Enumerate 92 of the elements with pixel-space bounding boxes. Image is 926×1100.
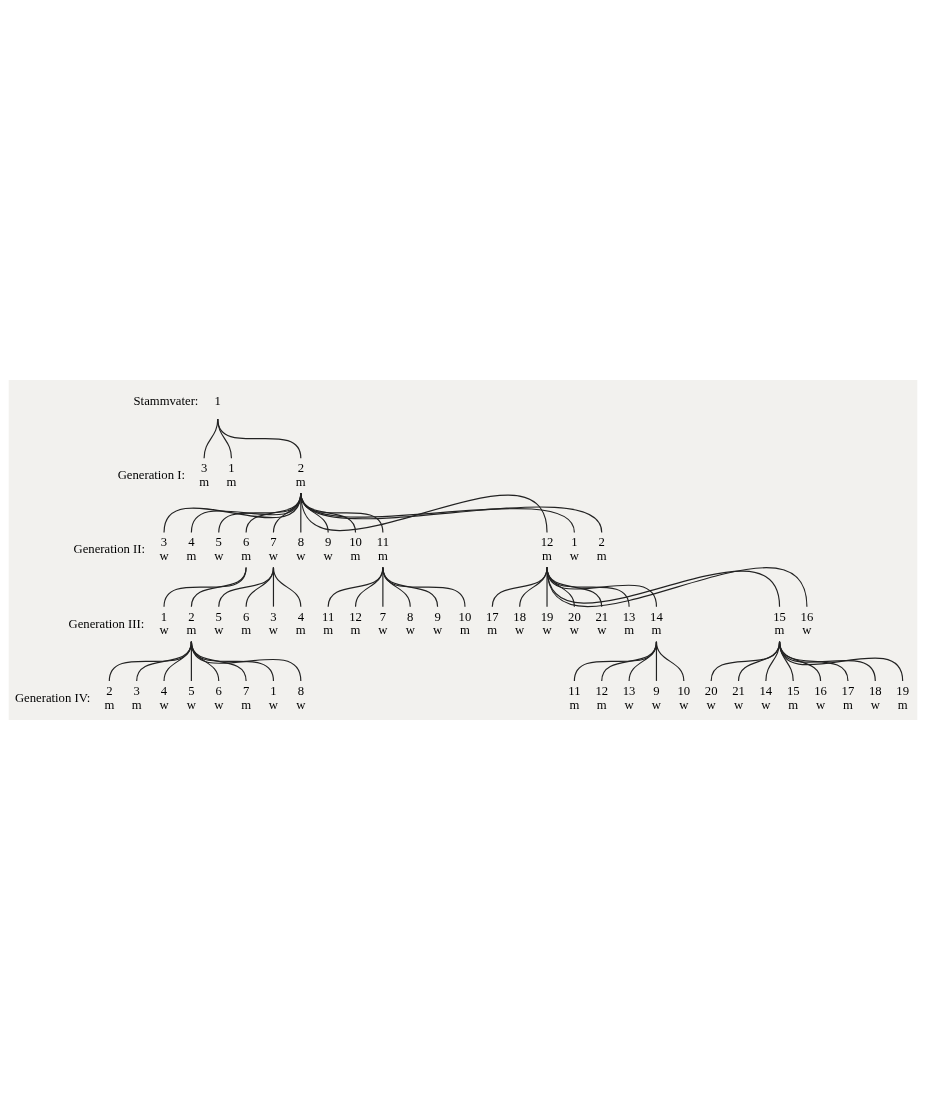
connector	[190, 641, 302, 682]
node-text: 1 w	[569, 535, 579, 564]
node-text: 17 m	[841, 683, 855, 712]
connector	[203, 418, 219, 459]
connector	[778, 641, 904, 682]
node-text: 11 m	[376, 535, 389, 564]
node-text: 5 w	[214, 609, 224, 638]
node-text: 7 m	[241, 683, 252, 712]
node-text: 12 m	[349, 609, 362, 638]
connector	[546, 567, 603, 608]
node-text: 12 m	[540, 535, 554, 564]
connector	[190, 567, 247, 608]
node-text: 6 m	[241, 609, 252, 638]
label: Generation IV:	[14, 690, 91, 705]
connector	[491, 567, 548, 608]
node-text: 1 w	[268, 683, 279, 712]
node-text: 18 w	[513, 609, 527, 638]
node-text: 10 w	[677, 683, 691, 712]
node-text: 1 m	[226, 461, 237, 489]
node-text: 3 m	[199, 461, 210, 489]
node-text: 13 m	[622, 609, 636, 638]
node-text: 14 w	[759, 683, 773, 712]
connector	[519, 567, 548, 608]
node-text: 11 m	[322, 609, 335, 638]
label: Generation III:	[68, 616, 145, 631]
node-text: 11 m	[568, 683, 581, 712]
connector	[300, 492, 384, 533]
node-text: 15 m	[786, 683, 800, 712]
node-text: 8 w	[296, 683, 306, 712]
connector	[546, 567, 548, 608]
node-text: 2 m	[104, 683, 115, 712]
node-text: 10 m	[349, 535, 362, 564]
node-text: 6 w	[214, 683, 224, 712]
node-text: 8 w	[296, 535, 306, 564]
node-text: 5 w	[214, 535, 224, 564]
connector	[163, 567, 247, 608]
node-text: 6 m	[241, 535, 252, 564]
connector	[573, 641, 658, 682]
node-text: 15 m	[773, 609, 786, 638]
connector	[601, 641, 658, 682]
connector	[136, 641, 192, 682]
connector	[628, 641, 658, 682]
connector	[710, 641, 781, 682]
node-text: 21 w	[595, 609, 609, 638]
node-text: 13 w	[622, 683, 636, 712]
node-text: 3 m	[131, 683, 142, 712]
connector	[108, 641, 192, 682]
node-text: 9 w	[323, 535, 333, 564]
node-text: 18 w	[868, 683, 882, 712]
connector	[778, 641, 876, 682]
node-text: 4 m	[295, 609, 306, 638]
label: Generation II:	[73, 542, 146, 557]
node-text: 14 m	[650, 609, 663, 638]
connector	[546, 567, 575, 608]
label: Generation I:	[117, 468, 185, 483]
node-text: 4 m	[186, 535, 197, 564]
node-text: 16 w	[814, 683, 827, 712]
node-text: 16 w	[800, 609, 814, 638]
label: Stammvater:	[133, 393, 199, 408]
node-text: 19 w	[540, 609, 554, 638]
node-text: 9 w	[651, 683, 662, 712]
connector	[546, 567, 630, 608]
node-text: 19 m	[896, 683, 909, 712]
node-text: 1 w	[159, 609, 169, 638]
node-text: 2 m	[295, 461, 306, 489]
connector	[382, 567, 466, 608]
node-text: 1	[214, 393, 221, 408]
node-text: 3 w	[159, 535, 169, 564]
node-text: 10 m	[458, 609, 472, 638]
connector	[217, 418, 302, 459]
node-text: 7 w	[268, 535, 279, 564]
node-text: 3 w	[268, 609, 279, 638]
connector	[245, 567, 275, 608]
node-text: 8 w	[405, 609, 415, 638]
node-text: 20 w	[568, 609, 581, 638]
connector	[327, 567, 384, 608]
node-text: 12 m	[595, 683, 609, 712]
connector	[737, 641, 781, 682]
node-text: 20 w	[704, 683, 718, 712]
connector	[354, 567, 384, 608]
node-text: 2 m	[596, 535, 607, 564]
connector	[218, 567, 275, 608]
node-text: 4 w	[159, 683, 169, 712]
node-text: 5 w	[186, 683, 196, 712]
connector	[778, 641, 849, 682]
connector	[546, 567, 658, 608]
node-text: 7 w	[378, 609, 388, 638]
connector	[217, 418, 233, 459]
node-text: 21 w	[732, 683, 745, 712]
node-text: 17 m	[485, 609, 499, 638]
node-text: 2 m	[186, 609, 197, 638]
node-text: 9 w	[433, 609, 443, 638]
